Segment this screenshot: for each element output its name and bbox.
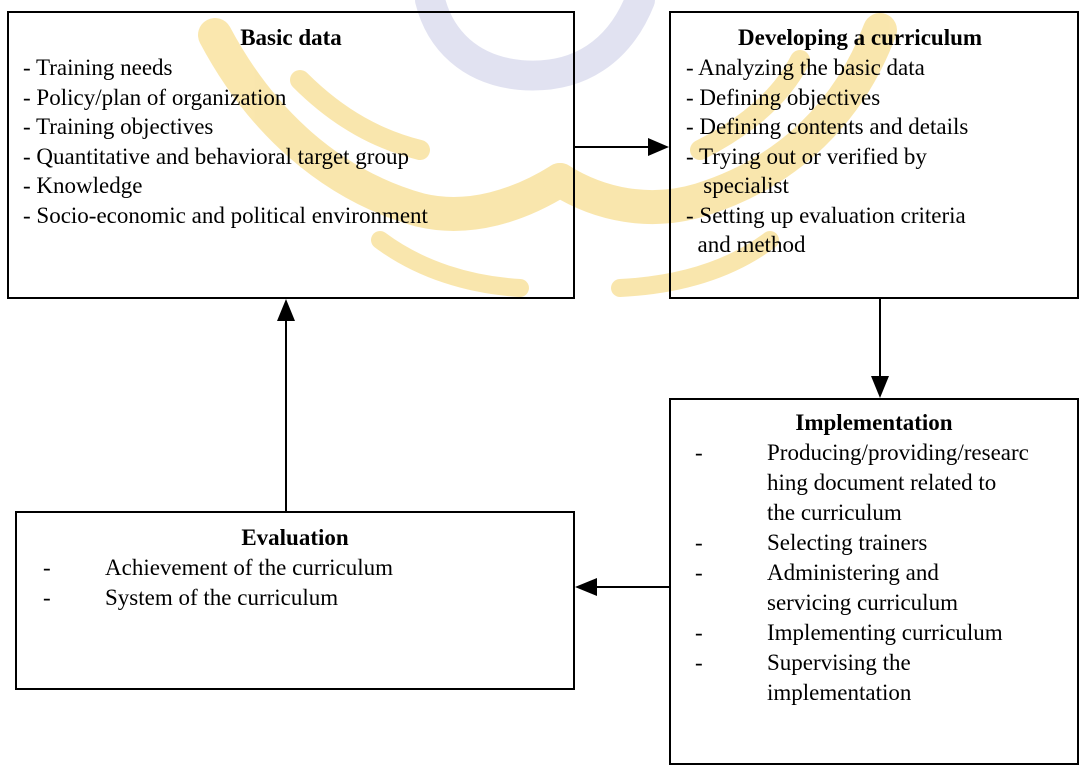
developing-curriculum-title: Developing a curriculum (738, 25, 983, 50)
basic-data-item: - Socio-economic and political environme… (23, 202, 428, 228)
evaluation-item-text: System of the curriculum (105, 585, 339, 610)
developing-item: - Defining contents and details (686, 114, 969, 139)
implementation-item-line: Administering and (767, 560, 939, 585)
basic-data-item: - Policy/plan of organization (23, 84, 287, 110)
basic-data-item: - Quantitative and behavioral target gro… (23, 143, 409, 169)
implementation-item-line: hing document related to (767, 470, 997, 495)
implementation-item-line: implementation (767, 680, 912, 705)
developing-item: - Trying out or verified by (686, 143, 927, 169)
evaluation-item: - System of the curriculum (43, 583, 573, 613)
evaluation-title: Evaluation (241, 525, 349, 550)
arrow-developing-to-implementation (871, 299, 889, 398)
implementation-title: Implementation (795, 410, 953, 435)
implementation-item-line: Supervising the (767, 650, 911, 675)
developing-item-continued: specialist (686, 173, 789, 198)
developing-item: - Defining objectives (686, 84, 881, 110)
evaluation-item: - Achievement of the curriculum (43, 553, 573, 583)
evaluation-item-text: Achievement of the curriculum (105, 555, 394, 580)
bullet-dash: - (43, 555, 51, 580)
bullet-dash: - (695, 440, 703, 465)
evaluation-box: Evaluation - Achievement of the curricul… (15, 511, 575, 690)
implementation-item-line: servicing curriculum (767, 590, 958, 615)
bullet-dash: - (695, 620, 703, 645)
bullet-dash: - (43, 585, 51, 610)
implementation-item-line: Producing/providing/researc (767, 440, 1029, 465)
basic-data-item: - Training objectives (23, 114, 214, 139)
developing-item: - Setting up evaluation criteria (686, 202, 966, 228)
implementation-item: - Implementing curriculum (695, 618, 1077, 648)
implementation-item: - Administering and servicing curriculum (695, 558, 1077, 618)
bullet-dash: - (695, 560, 703, 585)
arrow-evaluation-to-basic-data (277, 299, 295, 511)
bullet-dash: - (695, 530, 703, 555)
bullet-dash: - (695, 650, 703, 675)
basic-data-title: Basic data (240, 25, 342, 50)
basic-data-box: Basic data - Training needs - Policy/pla… (7, 11, 575, 299)
developing-curriculum-box: Developing a curriculum - Analyzing the … (669, 11, 1079, 299)
implementation-item: - Supervising the implementation (695, 648, 1077, 708)
implementation-item: - Selecting trainers (695, 528, 1077, 558)
implementation-item: - Producing/providing/researc hing docum… (695, 438, 1077, 528)
developing-item-continued: and method (686, 232, 806, 257)
implementation-item-line: Implementing curriculum (767, 620, 1003, 645)
basic-data-item: - Training needs (23, 55, 173, 80)
basic-data-item: - Knowledge (23, 173, 143, 198)
arrow-implementation-to-evaluation (575, 578, 669, 596)
implementation-item-line: Selecting trainers (767, 530, 928, 555)
implementation-box: Implementation - Producing/providing/res… (669, 398, 1079, 765)
implementation-item-line: the curriculum (767, 500, 902, 525)
developing-item: - Analyzing the basic data (686, 55, 925, 80)
arrow-basic-to-developing (575, 138, 669, 156)
